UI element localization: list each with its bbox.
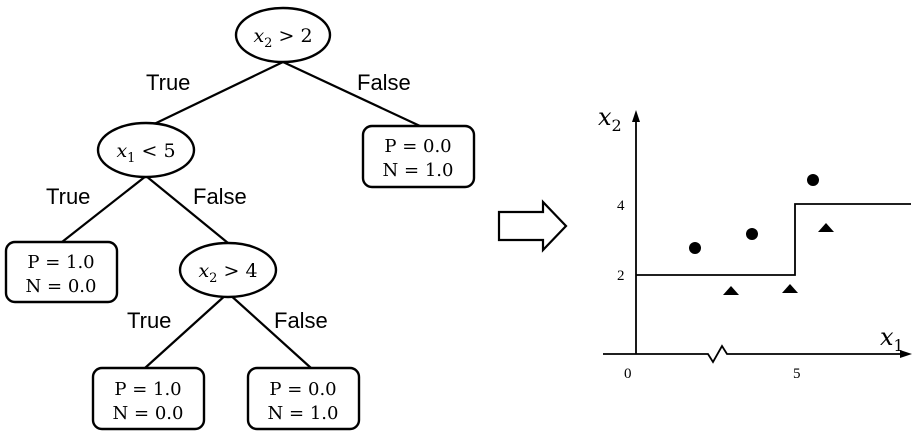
negative-point bbox=[723, 286, 739, 295]
svg-text:x2 > 4: x2 > 4 bbox=[198, 260, 257, 286]
edge-label-inner-false: False bbox=[274, 308, 328, 333]
transition-arrow-icon bbox=[497, 199, 568, 253]
y-tick-4: 4 bbox=[617, 198, 625, 214]
x-axis-arrow-icon bbox=[900, 350, 912, 358]
leaf-left-true: P = 1.0 N = 0.0 bbox=[4, 240, 119, 304]
edge-left-false bbox=[145, 175, 229, 244]
edge-label-root-true: True bbox=[146, 70, 190, 95]
edge-label-left-false: False bbox=[193, 184, 247, 209]
node-root-sub: 2 bbox=[264, 36, 272, 51]
edge-inner-true bbox=[144, 292, 229, 369]
node-root-var: x bbox=[253, 25, 264, 47]
positive-point bbox=[689, 242, 701, 254]
decision-boundary bbox=[636, 203, 911, 276]
leaf-inner-false: P = 0.0 N = 1.0 bbox=[246, 366, 361, 431]
node-left: x1 < 5 bbox=[96, 121, 196, 179]
positive-point bbox=[746, 228, 758, 240]
y-axis-label: x2 bbox=[598, 103, 622, 135]
leaf-root-false-n: N = 1.0 bbox=[383, 160, 454, 181]
leaf-inner-false-n: N = 1.0 bbox=[268, 403, 339, 424]
node-inner: x2 > 4 bbox=[178, 241, 278, 299]
leaf-root-false-p: P = 0.0 bbox=[384, 136, 451, 157]
edge-label-root-false: False bbox=[357, 70, 411, 95]
x-axis-label: x1 bbox=[880, 323, 904, 355]
leaf-root-false: P = 0.0 N = 1.0 bbox=[361, 124, 476, 189]
leaf-inner-false-p: P = 0.0 bbox=[269, 379, 336, 400]
node-left-sub: 1 bbox=[127, 151, 135, 166]
edge-root-true bbox=[149, 61, 284, 127]
node-inner-sub: 2 bbox=[209, 271, 217, 286]
leaf-left-true-p: P = 1.0 bbox=[27, 252, 94, 273]
edge-root-false bbox=[282, 61, 421, 127]
node-root: x2 > 2 bbox=[234, 6, 332, 64]
positive-point bbox=[807, 174, 819, 186]
node-inner-var: x bbox=[198, 260, 209, 282]
x-tick-0: 0 bbox=[624, 366, 632, 382]
negative-point bbox=[782, 284, 798, 293]
leaf-left-true-n: N = 0.0 bbox=[26, 276, 97, 297]
node-root-cond: > 2 bbox=[272, 25, 312, 47]
svg-text:x1 < 5: x1 < 5 bbox=[116, 140, 175, 166]
leaf-inner-true-n: N = 0.0 bbox=[113, 403, 184, 424]
node-left-cond: < 5 bbox=[135, 140, 175, 162]
x-axis bbox=[603, 344, 903, 364]
leaf-inner-true-p: P = 1.0 bbox=[114, 379, 181, 400]
svg-text:x2 > 2: x2 > 2 bbox=[253, 25, 312, 51]
node-inner-cond: > 4 bbox=[217, 260, 257, 282]
edge-label-left-true: True bbox=[46, 184, 90, 209]
scatter-plot: x2 x1 4 2 0 5 bbox=[598, 103, 912, 382]
leaf-inner-true: P = 1.0 N = 0.0 bbox=[91, 366, 206, 431]
y-tick-2: 2 bbox=[617, 268, 625, 284]
y-axis-arrow-icon bbox=[632, 110, 640, 122]
negative-point bbox=[818, 223, 834, 232]
node-left-var: x bbox=[116, 140, 127, 162]
x-tick-5: 5 bbox=[793, 366, 801, 382]
edge-label-inner-true: True bbox=[127, 308, 171, 333]
edge-inner-false bbox=[227, 292, 312, 369]
edge-left-true bbox=[61, 175, 147, 243]
